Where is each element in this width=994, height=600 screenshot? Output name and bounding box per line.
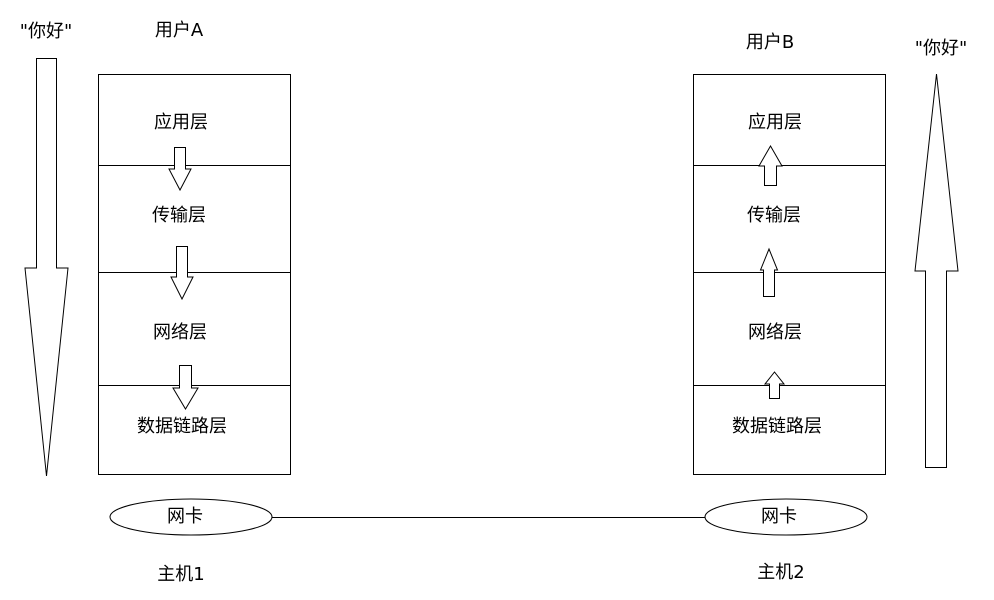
- host1-stack: [98, 74, 291, 475]
- host2-layer-transport: 传输层: [747, 205, 801, 226]
- message-left: "你好": [19, 21, 73, 42]
- host1-user-label: 用户A: [154, 20, 204, 41]
- host1-nic-label: 网卡: [167, 506, 203, 527]
- host2-user-label: 用户B: [745, 32, 795, 53]
- down-arrow-2: [170, 246, 194, 301]
- host2-layer-network: 网络层: [748, 322, 802, 343]
- up-arrow-2: [759, 247, 779, 297]
- host1-layer-network: 网络层: [153, 322, 207, 343]
- host1-nic-ellipse: [109, 498, 273, 536]
- up-arrow-1: [758, 144, 783, 186]
- host2-nic-ellipse: [704, 498, 868, 536]
- host1-layer-transport: 传输层: [152, 205, 206, 226]
- big-down-arrow: [24, 58, 69, 477]
- host2-stack: [693, 74, 886, 475]
- host2-layer-application: 应用层: [748, 112, 802, 133]
- host1-layer-application: 应用层: [154, 112, 208, 133]
- big-up-arrow: [914, 73, 959, 468]
- host2-layer-datalink: 数据链路层: [732, 416, 822, 437]
- down-arrow-1: [168, 147, 192, 192]
- down-arrow-3: [172, 365, 199, 410]
- host1-layer-datalink: 数据链路层: [137, 416, 227, 437]
- message-right: "你好": [914, 38, 968, 59]
- host1-name: 主机1: [157, 564, 205, 585]
- host2-name: 主机2: [757, 562, 805, 583]
- host2-nic-label: 网卡: [761, 506, 797, 527]
- up-arrow-3: [763, 371, 786, 399]
